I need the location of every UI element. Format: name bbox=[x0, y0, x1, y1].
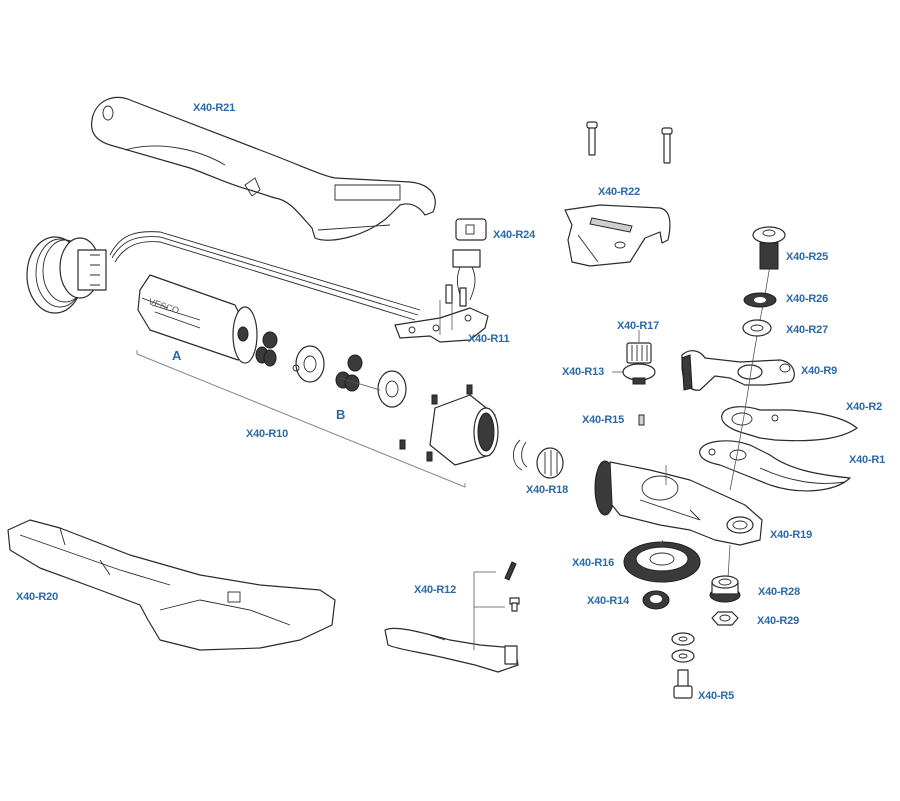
label-x40-r27: X40-R27 bbox=[786, 324, 829, 336]
part-planet-carrier-a bbox=[292, 345, 325, 383]
part-washer bbox=[742, 319, 772, 337]
part-upper-blade bbox=[721, 406, 858, 442]
part-pivot-bolt bbox=[752, 226, 786, 270]
part-bolt bbox=[673, 669, 693, 699]
label-x40-r26: X40-R26 bbox=[786, 293, 829, 305]
part-mounting-plate bbox=[394, 284, 489, 343]
label-x40-r15: X40-R15 bbox=[582, 414, 625, 426]
label-x40-r10: X40-R10 bbox=[246, 428, 289, 440]
part-cover-screws bbox=[586, 121, 673, 164]
label-x40-r21: X40-R21 bbox=[193, 102, 236, 114]
part-key bbox=[638, 414, 645, 426]
part-washer-spring bbox=[743, 292, 777, 308]
label-x40-r1: X40-R1 bbox=[849, 454, 886, 466]
part-lower-handle bbox=[7, 519, 336, 651]
part-upper-handle bbox=[90, 96, 436, 241]
part-circlip bbox=[513, 439, 528, 471]
label-x40-r24: X40-R24 bbox=[493, 229, 536, 241]
label-x40-r18: X40-R18 bbox=[526, 484, 569, 496]
bracket-x40-r10 bbox=[136, 350, 466, 488]
part-bushing bbox=[709, 575, 741, 603]
part-nut bbox=[711, 611, 739, 626]
label-x40-r2: X40-R2 bbox=[846, 401, 883, 413]
label-x40-r25: X40-R25 bbox=[786, 251, 829, 263]
label-x40-r22: X40-R22 bbox=[598, 186, 641, 198]
part-head-housing bbox=[594, 460, 763, 546]
label-x40-r29: X40-R29 bbox=[757, 615, 800, 627]
label-x40-r16: X40-R16 bbox=[572, 557, 615, 569]
label-x40-r12: X40-R12 bbox=[414, 584, 457, 596]
part-bearing-flange bbox=[642, 590, 670, 610]
part-gear-housing bbox=[399, 384, 499, 466]
part-bevel-gear bbox=[623, 541, 701, 583]
label-x40-r14: X40-R14 bbox=[587, 595, 630, 607]
part-planet-carrier-b bbox=[339, 370, 407, 408]
label-x40-r9: X40-R9 bbox=[801, 365, 838, 377]
part-bearings-b bbox=[335, 354, 363, 392]
label-x40-r28: X40-R28 bbox=[758, 586, 801, 598]
part-blade-lever bbox=[681, 350, 795, 391]
part-washer-stack bbox=[671, 632, 695, 663]
label-x40-r17: X40-R17 bbox=[617, 320, 660, 332]
label-subassembly-a: A bbox=[172, 348, 182, 363]
label-x40-r20: X40-R20 bbox=[16, 591, 59, 603]
leader-lines bbox=[439, 300, 667, 546]
label-x40-r13: X40-R13 bbox=[562, 366, 605, 378]
label-x40-r5: X40-R5 bbox=[698, 690, 735, 702]
leader-x40-r12 bbox=[473, 571, 505, 650]
part-top-cover bbox=[564, 204, 671, 267]
part-trigger bbox=[384, 627, 519, 673]
part-bearings-a bbox=[255, 331, 278, 367]
part-lower-blade bbox=[699, 440, 851, 492]
part-trigger-screw bbox=[509, 597, 520, 612]
label-x40-r19: X40-R19 bbox=[770, 529, 813, 541]
part-pinion bbox=[536, 447, 564, 479]
label-x40-r11: X40-R11 bbox=[468, 333, 510, 345]
part-drive-gear bbox=[612, 330, 656, 385]
part-motor-connector bbox=[26, 236, 107, 314]
label-subassembly-b: B bbox=[336, 407, 346, 422]
part-trigger-pin bbox=[504, 561, 517, 581]
part-motor: VESCO bbox=[137, 274, 258, 364]
part-switch bbox=[452, 218, 487, 301]
cable-harness bbox=[109, 231, 421, 321]
